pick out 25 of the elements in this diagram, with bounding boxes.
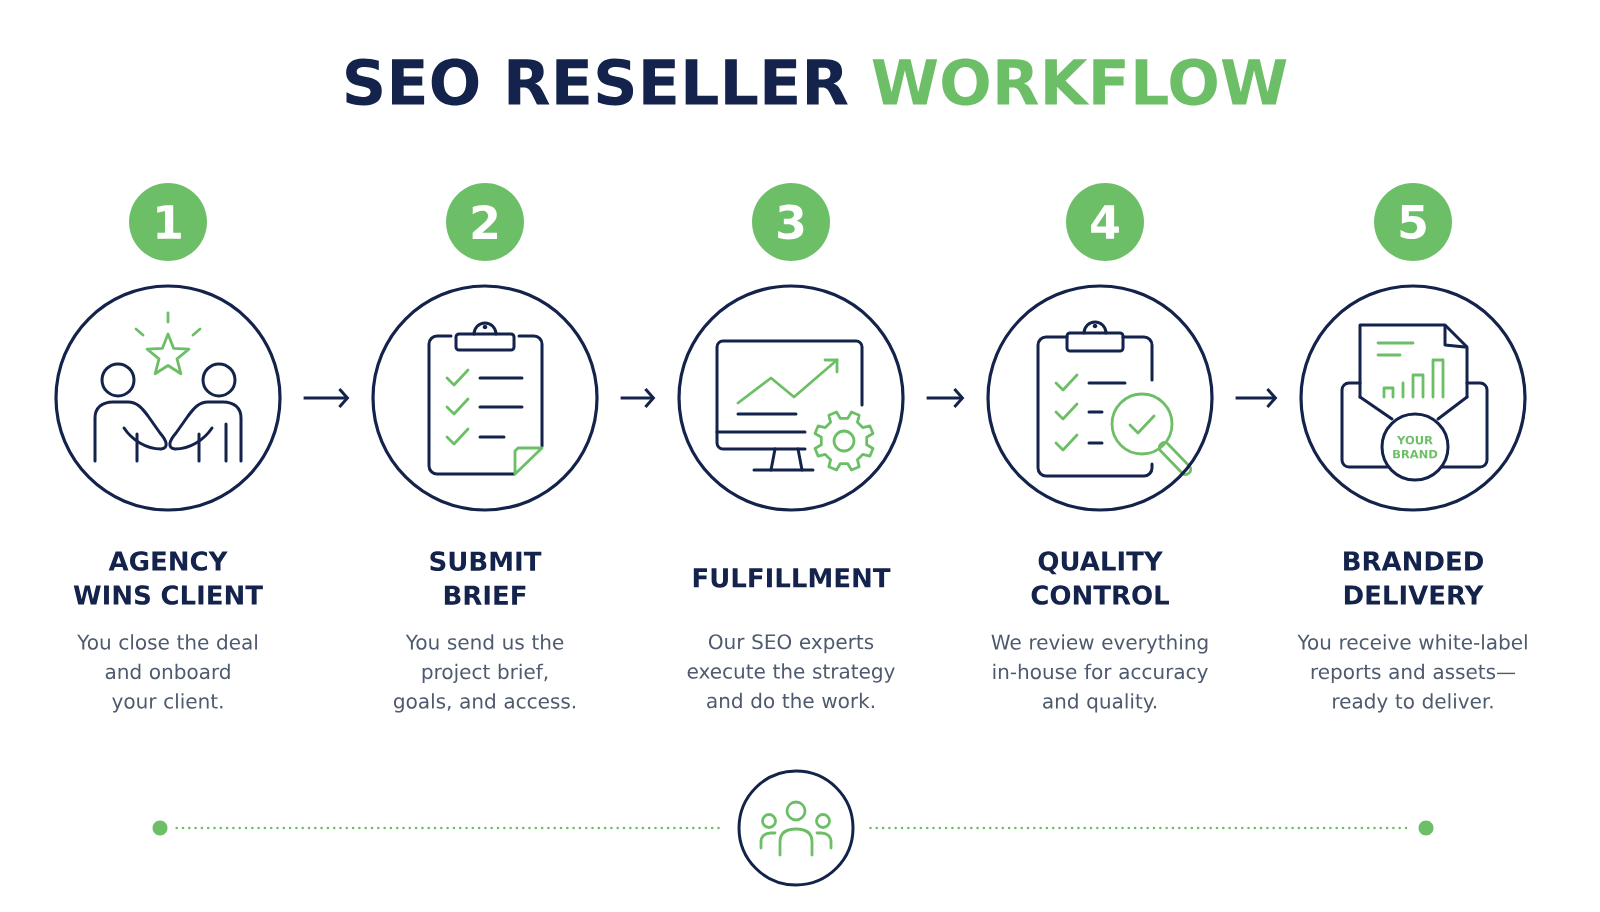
step-number: 2 (446, 183, 524, 261)
dotted-line (175, 826, 723, 830)
end-dot (1418, 820, 1434, 836)
end-dot (152, 820, 168, 836)
title: SEO RESELLER WORKFLOW (346, 58, 1287, 106)
arrow (620, 388, 656, 408)
step-number: 4 (1066, 183, 1144, 261)
arrow (303, 388, 350, 408)
step-description: We review everything in-house for accuracy and quality. (991, 634, 1208, 713)
step-heading: QUALITY CONTROL (1031, 551, 1169, 605)
step-description: You receive white-label reports and assets— ready to deliver. (1297, 634, 1527, 713)
step-heading: BRANDED DELIVERY (1344, 551, 1484, 605)
hub-circle (737, 769, 855, 887)
step-number: 3 (752, 183, 830, 261)
step-description: You close the deal and onboard your client. (77, 634, 257, 713)
step-heading: AGENCY WINS CLIENT (73, 551, 263, 605)
step-description: Our SEO experts execute the strategy and do the work. (687, 634, 895, 709)
step-heading: FULFILLMENT (693, 568, 891, 588)
step-heading: SUBMIT BRIEF (430, 551, 542, 605)
step-description: You send us the project brief, goals, and access. (394, 634, 575, 713)
step-number: 1 (129, 183, 207, 261)
arrow (926, 388, 965, 408)
arrow (1235, 388, 1278, 408)
seal-label: YOUR BRAND (1393, 435, 1438, 459)
step-number: 5 (1374, 183, 1452, 261)
